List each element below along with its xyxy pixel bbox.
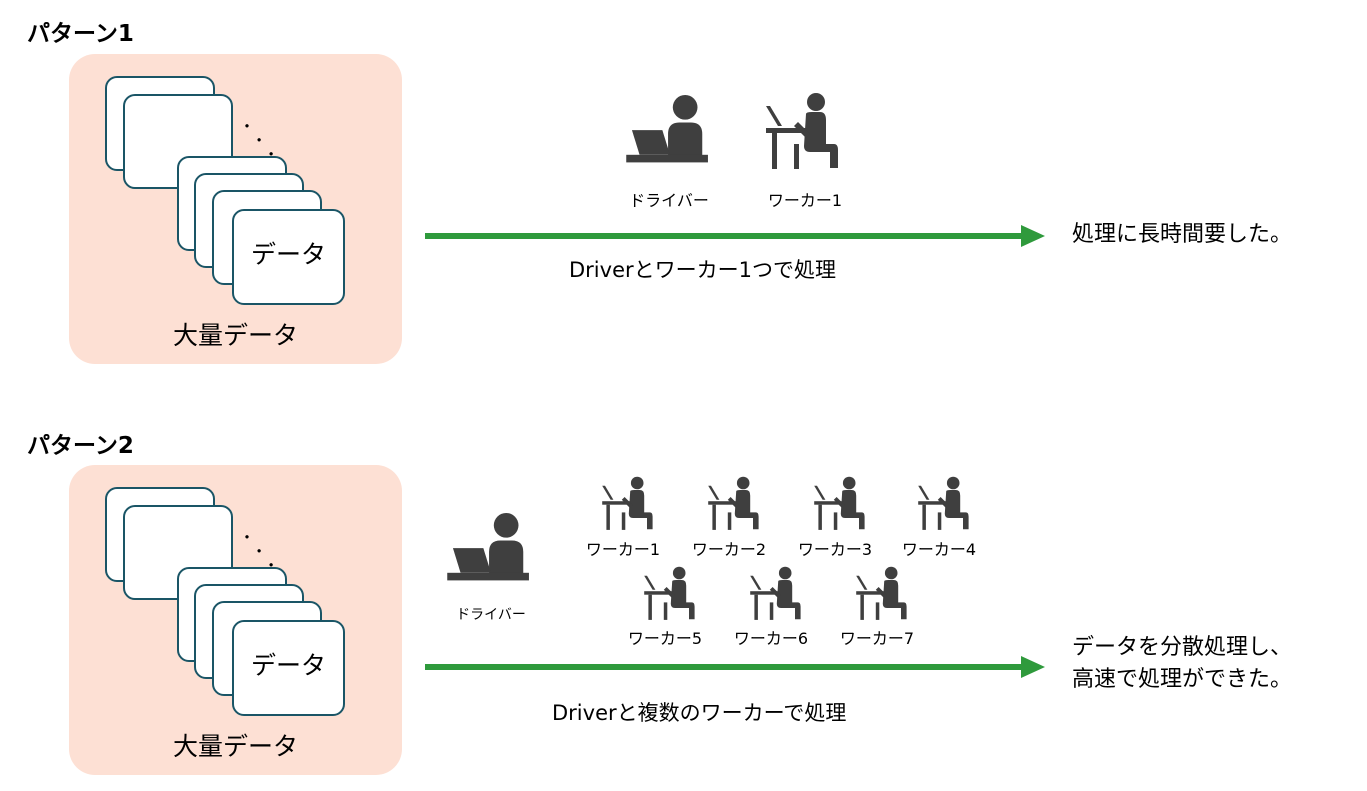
worker-label: ワーカー1 (585, 540, 661, 559)
pattern2-result-line1: データを分散処理し、 (1072, 635, 1293, 660)
driver-label: ドライバー (456, 607, 526, 623)
worker-icon (852, 566, 908, 622)
panel-label: 大量データ (172, 321, 298, 350)
pattern2-caption: Driverと複数のワーカーで処理 (552, 701, 847, 725)
driver-icon (626, 94, 712, 170)
worker-label: ワーカー3 (797, 540, 873, 559)
data-card-front: データ (232, 209, 345, 305)
pattern1-caption: Driverとワーカー1つで処理 (569, 258, 836, 282)
worker-icon (914, 476, 970, 532)
card-label: データ (250, 240, 326, 269)
worker-icon (598, 476, 654, 532)
pattern1-data-panel: ・ ・ ・ データ 大量データ (69, 54, 402, 364)
worker-label: ワーカー4 (901, 540, 977, 559)
worker-icon (746, 566, 802, 622)
panel-label: 大量データ (172, 732, 298, 761)
driver-icon (447, 512, 533, 588)
worker-label: ワーカー6 (733, 629, 809, 648)
worker-label: ワーカー5 (627, 629, 703, 648)
pattern1-result: 処理に長時間要した。 (1072, 222, 1293, 247)
pattern2-result-line2: 高速で処理ができた。 (1072, 667, 1293, 692)
driver-label: ドライバー (629, 191, 709, 210)
worker-icon (640, 566, 696, 622)
worker-icon (760, 92, 840, 172)
pattern2-data-panel: ・ ・ ・ データ 大量データ (69, 465, 402, 775)
pattern2-title: パターン2 (27, 433, 134, 459)
data-card-front: データ (232, 620, 345, 716)
process-arrow (425, 656, 1045, 678)
worker-icon (810, 476, 866, 532)
card-label: データ (250, 651, 326, 680)
worker-icon (704, 476, 760, 532)
worker-label: ワーカー7 (839, 629, 915, 648)
pattern1-title: パターン1 (27, 21, 134, 47)
worker-label: ワーカー1 (767, 191, 843, 210)
process-arrow (425, 225, 1045, 247)
worker-label: ワーカー2 (691, 540, 767, 559)
